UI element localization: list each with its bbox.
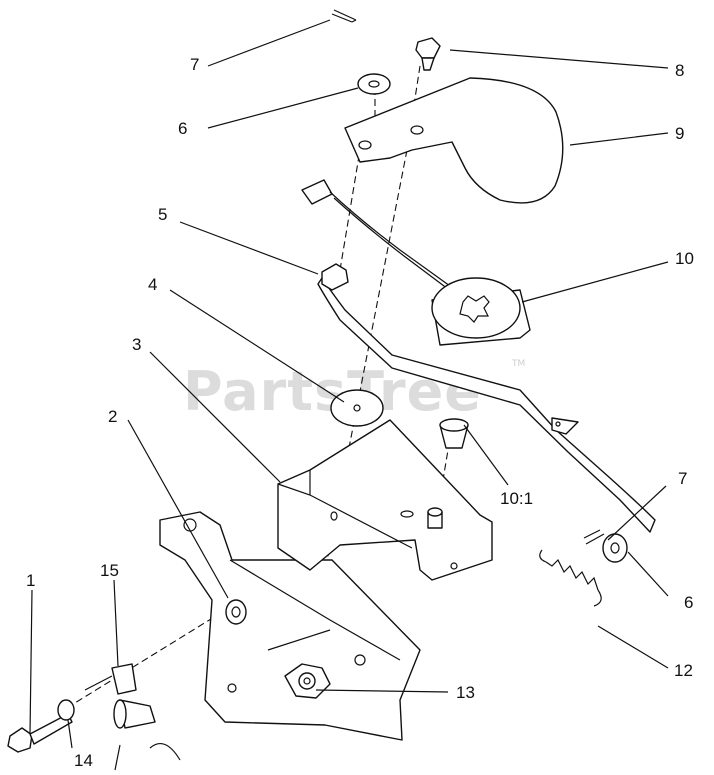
callout-2: 2 [108, 407, 117, 426]
control-rod [317, 263, 656, 533]
callout-10-1: 10:1 [500, 489, 533, 508]
callout-5: 5 [158, 205, 167, 224]
cover-plate [344, 77, 564, 204]
callout-1: 1 [26, 571, 35, 590]
callout-6-right: 6 [684, 593, 693, 612]
callout-labels: 7 6 8 9 5 10 4 3 2 10:1 7 6 12 13 1 15 1… [26, 55, 694, 770]
callout-12: 12 [674, 661, 693, 680]
extension-spring [539, 549, 602, 607]
spacer-bushing [225, 599, 247, 625]
base-frame [114, 511, 421, 771]
washer-top [357, 73, 391, 95]
callout-3: 3 [132, 335, 141, 354]
leader-lines [29, 19, 669, 749]
flat-washer-large [330, 389, 384, 427]
callout-9: 9 [675, 124, 684, 143]
callout-10: 10 [675, 249, 694, 268]
washer-right [602, 533, 628, 563]
screw [415, 37, 441, 71]
bracket [277, 419, 493, 581]
callout-7-right: 7 [678, 469, 687, 488]
switch-plunger [427, 418, 469, 529]
callout-14: 14 [74, 751, 93, 770]
washer-bottom [57, 699, 75, 721]
callout-15: 15 [100, 561, 119, 580]
watermark-tm: TM [511, 359, 525, 369]
callout-4: 4 [148, 275, 157, 294]
interlock-switch [431, 277, 531, 346]
bolt [7, 713, 73, 753]
callout-8: 8 [675, 61, 684, 80]
callout-13: 13 [456, 683, 475, 702]
cotter-pin-right [583, 529, 605, 545]
pivot-shaft [84, 663, 156, 729]
callout-6-top: 6 [178, 119, 187, 138]
cotter-pin-top [331, 9, 357, 23]
wire-harness [301, 179, 453, 293]
callout-7-top: 7 [190, 55, 199, 74]
